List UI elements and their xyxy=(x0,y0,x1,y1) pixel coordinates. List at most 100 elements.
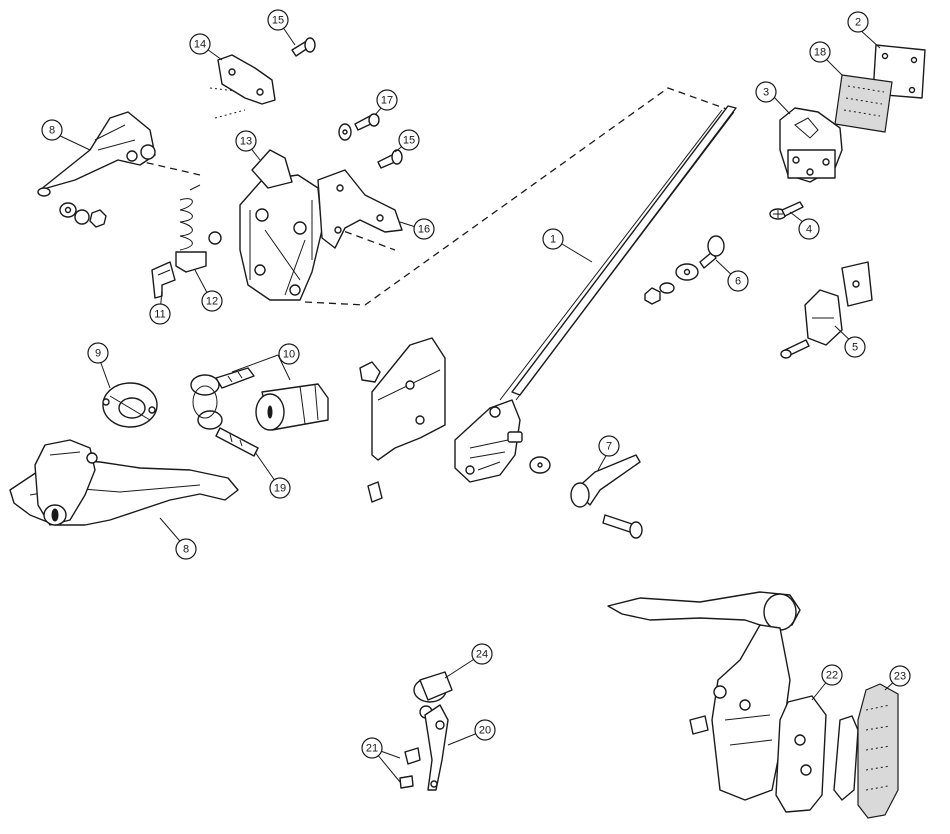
callout-15: 15 xyxy=(398,129,420,151)
callout-20: 20 xyxy=(474,719,496,741)
callout-22: 22 xyxy=(821,664,843,686)
callout-label: 3 xyxy=(763,87,769,99)
callout-circle xyxy=(175,538,197,560)
callout-circle xyxy=(201,290,223,312)
screw-17 xyxy=(338,113,380,141)
callout-circle xyxy=(235,130,257,152)
callout-label: 6 xyxy=(735,276,741,288)
lock-body-13 xyxy=(239,149,323,301)
striker-5 xyxy=(780,261,873,359)
callout-5: 5 xyxy=(844,336,866,358)
callout-15: 15 xyxy=(267,9,289,31)
callout-2: 2 xyxy=(847,11,869,33)
lever-20 xyxy=(424,704,449,791)
lower-assembly xyxy=(607,591,801,801)
callout-circle xyxy=(149,303,171,325)
clips-21 xyxy=(399,747,421,789)
plate-22 xyxy=(775,695,827,813)
inner-handle-8 xyxy=(37,111,156,228)
screw-15-top xyxy=(291,37,316,57)
callout-circle xyxy=(361,737,383,759)
callout-circle xyxy=(755,81,777,103)
callout-circle xyxy=(844,336,866,358)
bracket-16 xyxy=(317,169,403,249)
screw-15-mid xyxy=(377,149,403,169)
callout-label: 23 xyxy=(894,671,906,683)
callout-label: 15 xyxy=(272,15,284,27)
callout-16: 16 xyxy=(413,218,435,240)
callout-circle xyxy=(598,435,620,457)
callout-label: 20 xyxy=(479,725,491,737)
callout-circle xyxy=(267,9,289,31)
callout-3: 3 xyxy=(755,81,777,103)
callout-circle xyxy=(413,218,435,240)
callout-14: 14 xyxy=(189,33,211,55)
callout-21: 21 xyxy=(361,737,383,759)
callout-circle xyxy=(41,119,63,141)
callout-label: 14 xyxy=(194,39,206,51)
callout-label: 9 xyxy=(95,348,101,360)
callout-label: 8 xyxy=(49,125,55,137)
callout-11: 11 xyxy=(149,303,171,325)
callout-label: 7 xyxy=(606,441,612,453)
callout-circle xyxy=(376,89,398,111)
callout-label: 19 xyxy=(274,483,286,495)
callout-label: 16 xyxy=(418,224,430,236)
lock-barrel-10 xyxy=(255,383,329,431)
callout-circle xyxy=(727,270,749,292)
lever-7 xyxy=(529,454,643,539)
lock-cylinder-24 xyxy=(413,671,453,719)
callout-label: 17 xyxy=(381,95,393,107)
callout-label: 15 xyxy=(403,135,415,147)
callout-circle xyxy=(471,643,493,665)
callout-24: 24 xyxy=(471,643,493,665)
callout-circle xyxy=(889,665,911,687)
callout-label: 13 xyxy=(240,136,252,148)
remote-control-rod xyxy=(454,105,737,483)
callout-label: 2 xyxy=(855,17,861,29)
callout-7: 7 xyxy=(598,435,620,457)
pad-23 xyxy=(857,683,899,819)
callout-label: 5 xyxy=(852,342,858,354)
callout-label: 18 xyxy=(814,47,826,59)
callout-label: 21 xyxy=(366,743,378,755)
spring-12 xyxy=(175,184,222,273)
callout-circle xyxy=(821,664,843,686)
screw-6 xyxy=(644,235,725,305)
callout-circle xyxy=(798,218,820,240)
callout-circle xyxy=(87,342,109,364)
callout-17: 17 xyxy=(376,89,398,111)
callout-circle xyxy=(474,719,496,741)
callout-label: 8 xyxy=(183,544,189,556)
callout-18: 18 xyxy=(809,41,831,63)
callout-19: 19 xyxy=(269,477,291,499)
callout-1: 1 xyxy=(542,228,564,250)
callout-circle xyxy=(542,228,564,250)
callout-label: 4 xyxy=(806,224,812,236)
clip-11 xyxy=(151,261,176,299)
escutcheon-9 xyxy=(102,382,158,428)
callout-6: 6 xyxy=(727,270,749,292)
callout-circle xyxy=(809,41,831,63)
callout-13: 13 xyxy=(235,130,257,152)
callout-circle xyxy=(398,129,420,151)
keys-10 xyxy=(190,367,259,457)
screw-4 xyxy=(769,201,804,220)
striker-plate-3 xyxy=(779,107,843,183)
callout-4: 4 xyxy=(798,218,820,240)
callout-label: 10 xyxy=(283,349,295,361)
callout-circle xyxy=(278,343,300,365)
callout-12: 12 xyxy=(201,290,223,312)
callout-circle xyxy=(269,477,291,499)
gasket-18 xyxy=(834,74,893,133)
callout-8: 8 xyxy=(175,538,197,560)
exterior-handle-8 xyxy=(9,439,239,526)
assembly-lines xyxy=(134,87,736,306)
callout-circle xyxy=(847,11,869,33)
callout-8: 8 xyxy=(41,119,63,141)
callout-23: 23 xyxy=(889,665,911,687)
mounting-bracket xyxy=(359,337,446,503)
